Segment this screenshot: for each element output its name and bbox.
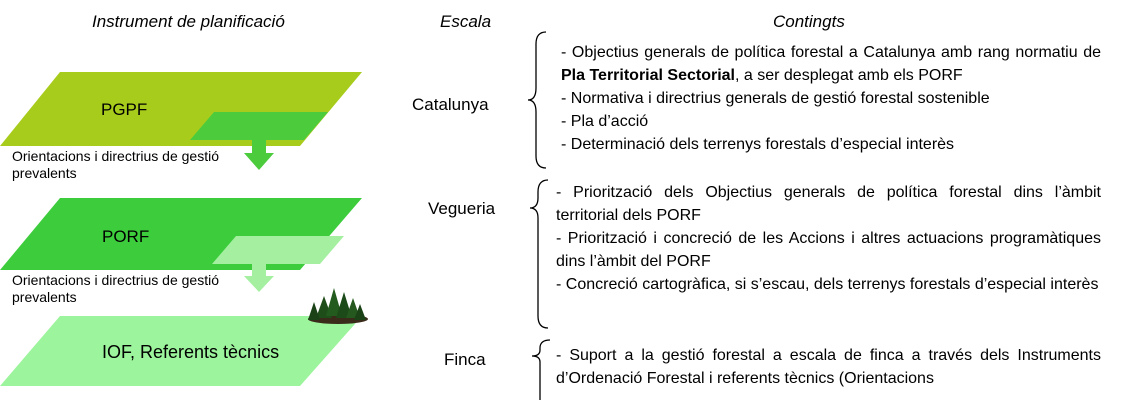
header-instrument: Instrument de planificació — [92, 12, 285, 31]
scale-catalunya: Catalunya — [412, 95, 489, 114]
note-orientations-2: Orientacions i directrius de gestió prev… — [12, 272, 219, 305]
contents-catalunya-item: - Normativa i directrius generals de ges… — [561, 90, 990, 107]
layer-iof-plane — [0, 316, 362, 386]
header-scale: Escala — [440, 12, 492, 31]
contents-catalunya-item: - Objectius generals de política foresta… — [561, 44, 1101, 84]
header-contents: Contingts — [773, 12, 845, 31]
contents-finca: - Suport a la gestió forestal a escala d… — [556, 344, 1101, 390]
contents-vegueria-item: - Priorització i concreció de les Accion… — [556, 230, 1101, 270]
layer-label-pgpf: PGPF — [101, 100, 148, 119]
scale-finca: Finca — [444, 350, 486, 369]
contents-vegueria: - Priorització dels Objectius generals d… — [556, 181, 1101, 296]
note-orientations-1: Orientacions i directrius de gestió prev… — [12, 148, 219, 181]
brace-finca — [531, 339, 551, 400]
layer-label-porf: PORF — [102, 227, 150, 246]
layer-porf-inner-plane — [212, 236, 344, 264]
arrow-down-icon — [244, 140, 274, 170]
contents-catalunya: - Objectius generals de política foresta… — [561, 41, 1101, 156]
brace-catalunya — [527, 31, 547, 169]
contents-catalunya-item: - Determinació dels terrenys forestals d… — [561, 136, 955, 153]
brace-vegueria — [529, 179, 549, 329]
pla-territorial-sectorial: Pla Territorial Sectorial — [561, 67, 735, 84]
scale-vegueria: Vegueria — [428, 199, 496, 218]
contents-finca-item: - Suport a la gestió forestal a escala d… — [556, 347, 1101, 387]
layer-label-iof: IOF, Referents tècnics — [102, 342, 280, 362]
contents-catalunya-item: - Pla d’acció — [561, 113, 649, 130]
layer-pgpf-inner-plane — [190, 112, 328, 140]
forest-icon — [308, 288, 368, 324]
contents-vegueria-item: - Concreció cartogràfica, si s’escau, de… — [556, 276, 1099, 293]
arrow-down-icon — [244, 264, 274, 292]
contents-vegueria-item: - Priorització dels Objectius generals d… — [556, 184, 1101, 224]
